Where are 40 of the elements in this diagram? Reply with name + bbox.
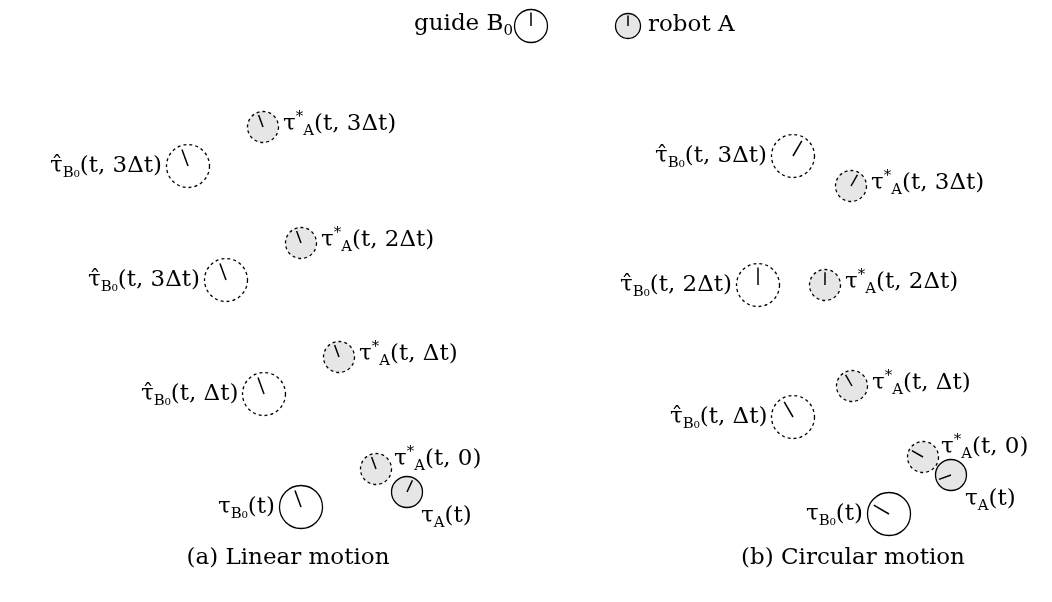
robot-circle-dashed	[284, 226, 318, 260]
symbol-label: τ$^{*}$$_{A}$(t, 3Δt)	[871, 167, 985, 200]
guide-circle-dashed	[770, 133, 816, 179]
robot-circle-dashed	[835, 369, 869, 403]
symbol-label: τ$_{B₀}$(t)	[806, 498, 863, 530]
robot-circle-dashed	[246, 110, 280, 144]
symbol-label: τ$^{*}$$_{A}$(t, Δt)	[359, 338, 458, 371]
robot-circle-dashed	[322, 340, 356, 374]
symbol-label: τ̂$_{B₀}$(t, 3Δt)	[88, 264, 200, 296]
guide-circle-dashed	[241, 371, 287, 417]
guide-circle-dashed	[203, 257, 249, 303]
guide-circle	[866, 491, 912, 537]
guide-circle-dashed	[735, 262, 781, 308]
robot-circle-dashed	[906, 440, 940, 474]
symbol-label: τ$_{B₀}$(t)	[218, 491, 275, 523]
symbol-label: τ$^{*}$$_{A}$(t, 3Δt)	[283, 108, 397, 141]
symbol-label: τ$^{*}$$_{A}$(t, 0)	[394, 443, 482, 476]
legend-label: robot A	[648, 10, 735, 38]
symbol-label: τ$_{A}$(t)	[965, 483, 1016, 515]
robot-circle-dashed	[834, 169, 868, 203]
caption: (a) Linear motion	[186, 543, 390, 571]
symbol-label: τ$^{*}$$_{A}$(t, 2Δt)	[845, 266, 959, 299]
robot-circle-dashed	[359, 452, 393, 486]
caption: (b) Circular motion	[741, 543, 965, 571]
symbol-label: τ̂$_{B₀}$(t, 2Δt)	[620, 269, 732, 301]
robot-circle	[934, 458, 968, 492]
symbol-label: τ$^{*}$$_{A}$(t, 0)	[941, 431, 1029, 464]
legend-label: guide B$_{0}$	[414, 8, 513, 40]
symbol-label: τ$^{*}$$_{A}$(t, 2Δt)	[321, 224, 435, 257]
guide-circle-dashed	[770, 394, 816, 440]
symbol-label: τ$_{A}$(t)	[421, 500, 472, 532]
guide-circle-dashed	[165, 143, 211, 189]
symbol-label: τ$^{*}$$_{A}$(t, Δt)	[872, 367, 971, 400]
robot-circle-dashed	[808, 268, 842, 302]
guide-circle	[278, 484, 324, 530]
symbol-label: τ̂$_{B₀}$(t, 3Δt)	[655, 140, 767, 172]
symbol-label: τ̂$_{B₀}$(t, 3Δt)	[50, 150, 162, 182]
robot-circle	[390, 475, 424, 509]
symbol-label: τ̂$_{B₀}$(t, Δt)	[670, 401, 768, 433]
symbol-label: τ̂$_{B₀}$(t, Δt)	[141, 378, 239, 410]
